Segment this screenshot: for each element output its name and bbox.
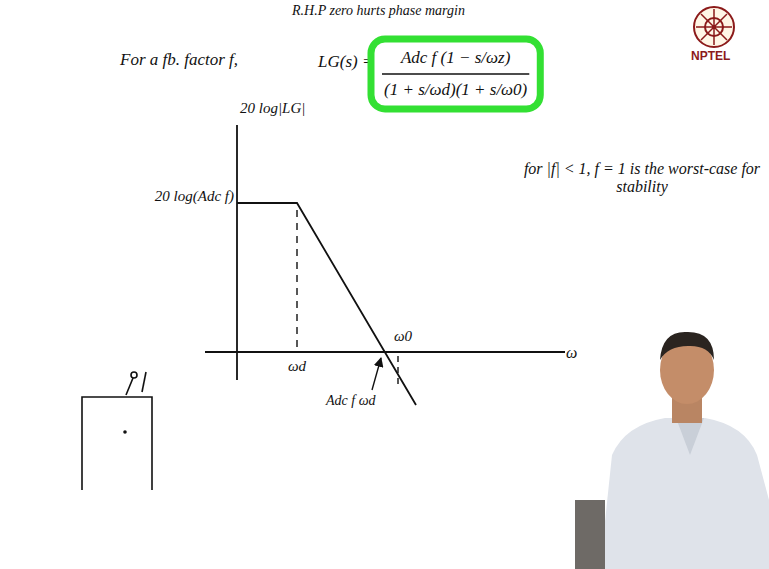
axis-tick: ω0 (394, 328, 412, 345)
axis-value: 20 log(Adc f) (155, 188, 234, 205)
tank-sketch (82, 372, 152, 490)
highlight-outline (368, 36, 543, 112)
nptel-logo (694, 7, 734, 47)
axis-label: 20 log|LG| (240, 100, 305, 117)
equation-label: LG(s) = (318, 52, 373, 72)
fraction-bar (382, 73, 529, 75)
slide-heading: R.H.P zero hurts phase margin (292, 3, 465, 19)
presenter-video (575, 332, 769, 569)
axes (205, 125, 565, 405)
axis-tick: ωd (288, 358, 306, 375)
highlight-stroke (371, 39, 540, 109)
axis-label: ω (566, 344, 577, 362)
crossover-label: Adc f ωd (326, 393, 376, 409)
logo-text: NPTEL (691, 50, 730, 64)
numerator: Adc f (1 − s/ωz) (384, 48, 527, 68)
denominator: (1 + s/ωd)(1 + s/ω0) (384, 80, 527, 100)
note-text: for |f| < 1, f = 1 is the worst-case for… (522, 160, 762, 197)
highlighted-formula: Adc f (1 − s/ωz) (1 + s/ωd)(1 + s/ω0) (368, 36, 543, 112)
note-text: For a fb. factor f, (120, 50, 238, 70)
